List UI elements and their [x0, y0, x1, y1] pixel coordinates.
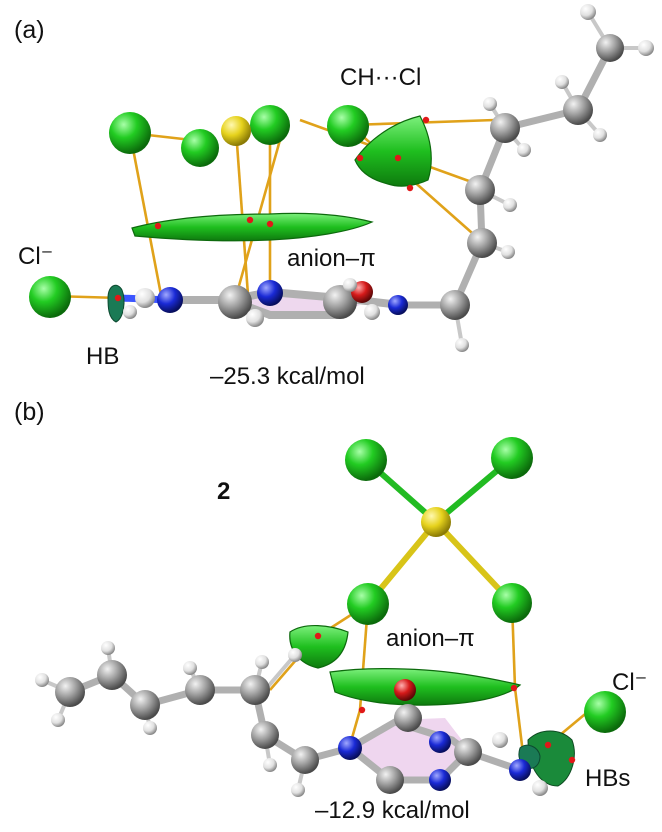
hb-label-a: HB: [86, 343, 120, 370]
nitrogen-atoms-a: [157, 280, 408, 315]
hydrogen-atoms-b: [35, 641, 548, 797]
critical-points-a: [114, 116, 430, 302]
panel-b-label: (b): [14, 398, 45, 426]
carbon-atoms-b: [55, 660, 482, 794]
chloride-label-a: Cl⁻: [18, 243, 54, 270]
anion-pi-label-a: anion–π: [287, 245, 376, 272]
hydrogen-atoms-a: [123, 4, 654, 352]
critical-points-b: [314, 632, 576, 764]
hbs-label-b: HBs: [585, 765, 631, 792]
anion-pi-label-b: anion–π: [386, 625, 475, 652]
ch-cl-surface-b: [289, 625, 349, 669]
sulfur-atom-b: [421, 507, 451, 537]
oxygen-atom-b: [394, 679, 416, 701]
alkyl-chain-bonds-a: [396, 44, 614, 309]
nci-surfaces-b: [289, 625, 575, 787]
hb-surface-b: [527, 730, 575, 787]
compound-number-label: 2: [217, 478, 231, 505]
hb-surface-a: [107, 284, 125, 323]
anion-pi-surface-a: [131, 212, 374, 242]
ch-cl-interaction-label: CH···Cl: [340, 64, 422, 91]
energy-label-a: –25.3 kcal/mol: [210, 363, 365, 390]
panel-a-label: (a): [14, 16, 45, 44]
nitrogen-atoms-b: [338, 731, 531, 791]
sulfur-atom-a: [221, 116, 251, 146]
anion-pi-surface-b: [329, 668, 522, 706]
panel-b-structure: [35, 437, 626, 797]
carbon-atoms-a: [218, 34, 624, 320]
energy-label-b: –12.9 kcal/mol: [315, 797, 470, 824]
chlorine-atoms-b: [345, 437, 626, 733]
panel-a-structure: [29, 4, 654, 352]
nci-surfaces-a: [107, 115, 432, 323]
chloride-label-b: Cl⁻: [612, 669, 648, 696]
chlorine-atoms-a: [29, 105, 369, 318]
ch-cl-surface-a: [354, 115, 432, 187]
